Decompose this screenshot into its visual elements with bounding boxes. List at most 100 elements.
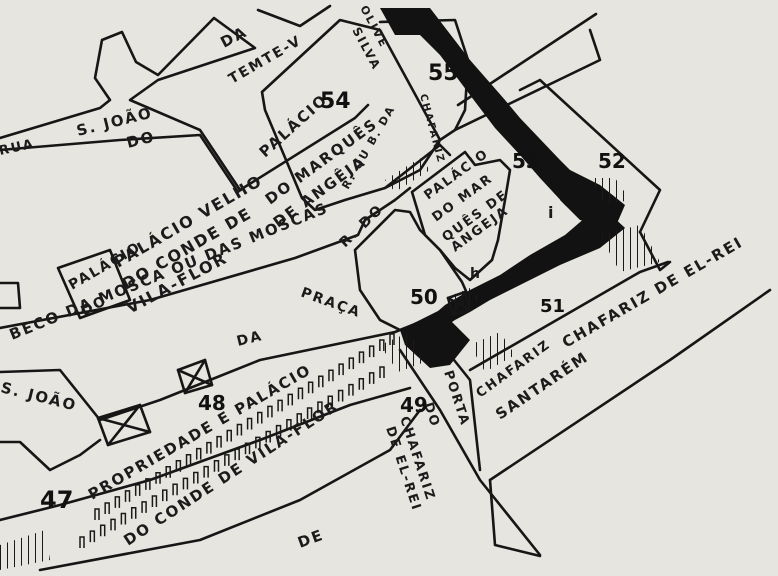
arcade-mark	[338, 363, 344, 376]
arcade-mark	[234, 448, 240, 461]
arcade-mark	[114, 496, 121, 508]
arcade-mark	[275, 424, 282, 437]
arcade-mark	[94, 508, 100, 520]
arcade-mark	[318, 375, 324, 388]
street-outlines	[0, 4, 772, 572]
thick-wall-corner-i	[560, 170, 625, 228]
crossed-boxes	[96, 290, 472, 447]
arcade-mark	[110, 518, 116, 531]
arcade-mark	[226, 429, 232, 442]
arcade-mark	[358, 351, 365, 364]
number-49: 49	[400, 393, 428, 417]
arcade-mark	[213, 460, 220, 472]
arcade-mark	[379, 339, 385, 352]
arcade-mark	[297, 387, 304, 400]
left-edge-marker	[0, 281, 22, 310]
arcade-mark	[99, 524, 106, 537]
number-52: 52	[598, 149, 626, 173]
building-numbers: 47 48 49 50 51 52 53 54 55	[40, 61, 626, 514]
arcade-mark	[155, 472, 161, 484]
arcade-mark	[89, 530, 96, 543]
arcade-mark	[317, 401, 323, 414]
arcade-mark	[244, 442, 251, 455]
arcade-mark	[172, 483, 178, 496]
street-outline-silva	[256, 4, 332, 28]
hatched-areas	[0, 158, 660, 570]
block-palacio-velho-box	[56, 248, 132, 320]
arcade-mark	[120, 512, 127, 525]
arcade-mark	[265, 430, 271, 443]
arcade-mark	[175, 459, 182, 472]
street-outline-santarem-2	[488, 478, 542, 558]
arcade-mark	[277, 399, 283, 412]
arcade-mark	[246, 417, 253, 430]
hatch-54-strip	[385, 158, 430, 192]
street-outline-sao-joao-left	[0, 438, 102, 472]
street-outline-beco	[0, 186, 412, 330]
arcade-mark	[151, 495, 158, 507]
number-48: 48	[198, 391, 226, 415]
arcade-mark	[287, 393, 294, 406]
arcade-mark	[286, 419, 292, 431]
number-51: 51	[540, 296, 565, 317]
street-outline-rua-sao-joao-top	[0, 16, 370, 192]
arcade-mark	[368, 345, 375, 358]
arcade-mark	[327, 395, 334, 408]
arcade-mark	[185, 453, 192, 466]
hatch-49-strip	[380, 332, 425, 372]
arcade-mark	[348, 383, 354, 396]
arcade-row	[79, 333, 395, 548]
arcade-mark	[79, 536, 85, 548]
hatch-lower-left-corner	[0, 530, 50, 570]
arcade-mark	[337, 389, 344, 402]
hatch-chafariz-el-rei	[600, 225, 660, 272]
arcade-mark	[255, 436, 261, 449]
arcade-mark	[328, 369, 334, 382]
arcade-mark	[307, 381, 314, 394]
label-da-praca: DA	[235, 328, 265, 350]
arcade-mark	[368, 372, 375, 384]
arcade-mark	[134, 484, 141, 496]
arcade-mark	[348, 357, 355, 370]
street-outline-rua-lower	[0, 133, 240, 194]
arcade-mark	[165, 466, 171, 478]
arcade-mark	[193, 471, 199, 484]
number-47: 47	[40, 486, 73, 514]
arcade-mark	[236, 423, 243, 436]
street-outline-porta-chafariz	[398, 348, 542, 557]
arcade-mark	[182, 477, 189, 490]
number-53: 53	[512, 149, 540, 173]
arcade-mark	[224, 454, 230, 466]
arcade-mark	[306, 407, 313, 420]
arcade-mark	[104, 502, 110, 514]
street-outline-vila-flor-lower	[38, 408, 422, 572]
arcade-mark	[296, 413, 302, 425]
arcade-mark	[203, 465, 209, 478]
label-letter-h: h	[470, 266, 482, 282]
number-54: 54	[320, 89, 351, 114]
crossed-box-50	[446, 290, 472, 317]
arcade-mark	[195, 447, 202, 460]
arcade-mark	[130, 506, 137, 519]
number-50: 50	[410, 285, 438, 309]
hatch-51-strip	[470, 332, 515, 372]
crossed-box-2	[176, 358, 214, 395]
street-outline-52-block	[518, 78, 662, 234]
street-outline-propriedade-lower	[0, 386, 412, 522]
crossed-box-1	[96, 403, 152, 447]
number-55: 55	[428, 61, 459, 86]
arcade-mark	[267, 405, 273, 418]
thick-wall-top-vertical	[380, 8, 625, 238]
arcade-mark	[379, 366, 385, 378]
arcade-mark	[141, 501, 147, 513]
arcade-mark	[124, 490, 131, 502]
arcade-mark	[257, 411, 263, 424]
street-outline-santarem	[488, 288, 772, 482]
arcade-mark	[358, 377, 365, 390]
arcade-mark	[162, 489, 168, 502]
arcade-mark	[145, 478, 151, 490]
arcade-mark	[389, 333, 395, 345]
label-letter-i: i	[548, 203, 555, 222]
